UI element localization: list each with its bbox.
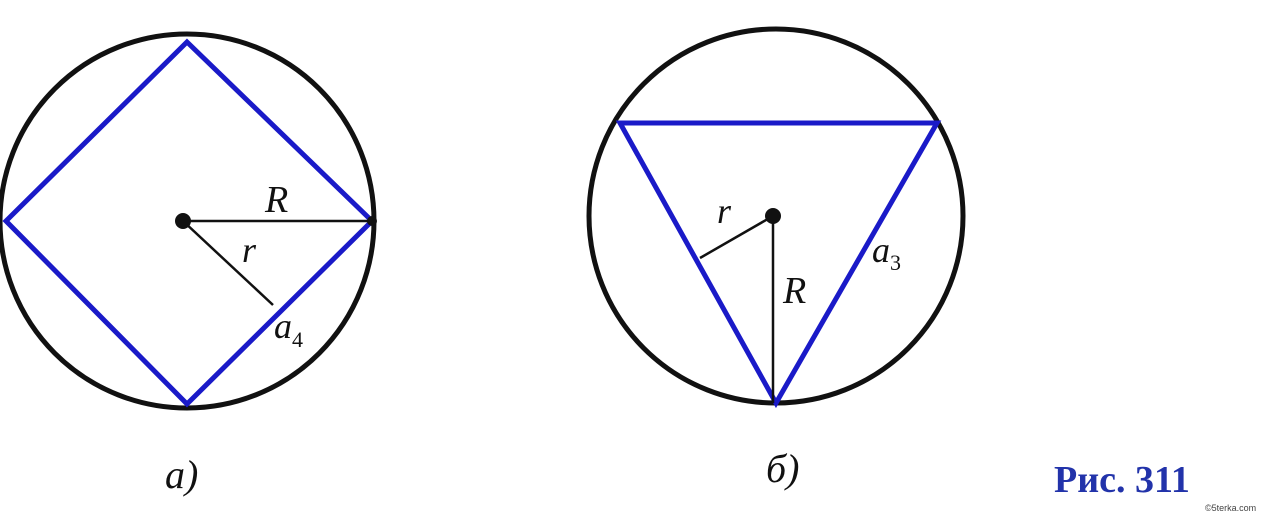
inscribed-triangle [615,120,942,409]
figure-a: R r a4 а) [0,31,377,497]
label-side-a: a4 [274,306,303,352]
caption-b: б) [766,446,799,491]
apothem-r-b [699,214,774,260]
center-point-a [175,213,191,229]
figure-b: r R a3 б) [586,26,966,491]
apothem-r-a [182,220,274,306]
label-side-b: a3 [872,230,901,275]
caption-a: а) [165,452,198,497]
label-r-b: r [717,191,732,231]
label-R-b: R [782,270,806,312]
figure-number: Рис. 311 [1054,459,1190,501]
label-side-subscript-a: 4 [292,327,303,352]
watermark-text: ©5terka.com [1205,503,1256,513]
vertex-point-a [367,216,377,226]
inscribed-square [2,38,376,408]
label-R-a: R [264,179,288,221]
label-side-letter-b: a [872,230,890,270]
label-side-subscript-b: 3 [890,250,901,275]
label-r-a: r [242,230,257,270]
label-side-letter-a: a [274,306,292,346]
center-point-b [765,208,781,224]
